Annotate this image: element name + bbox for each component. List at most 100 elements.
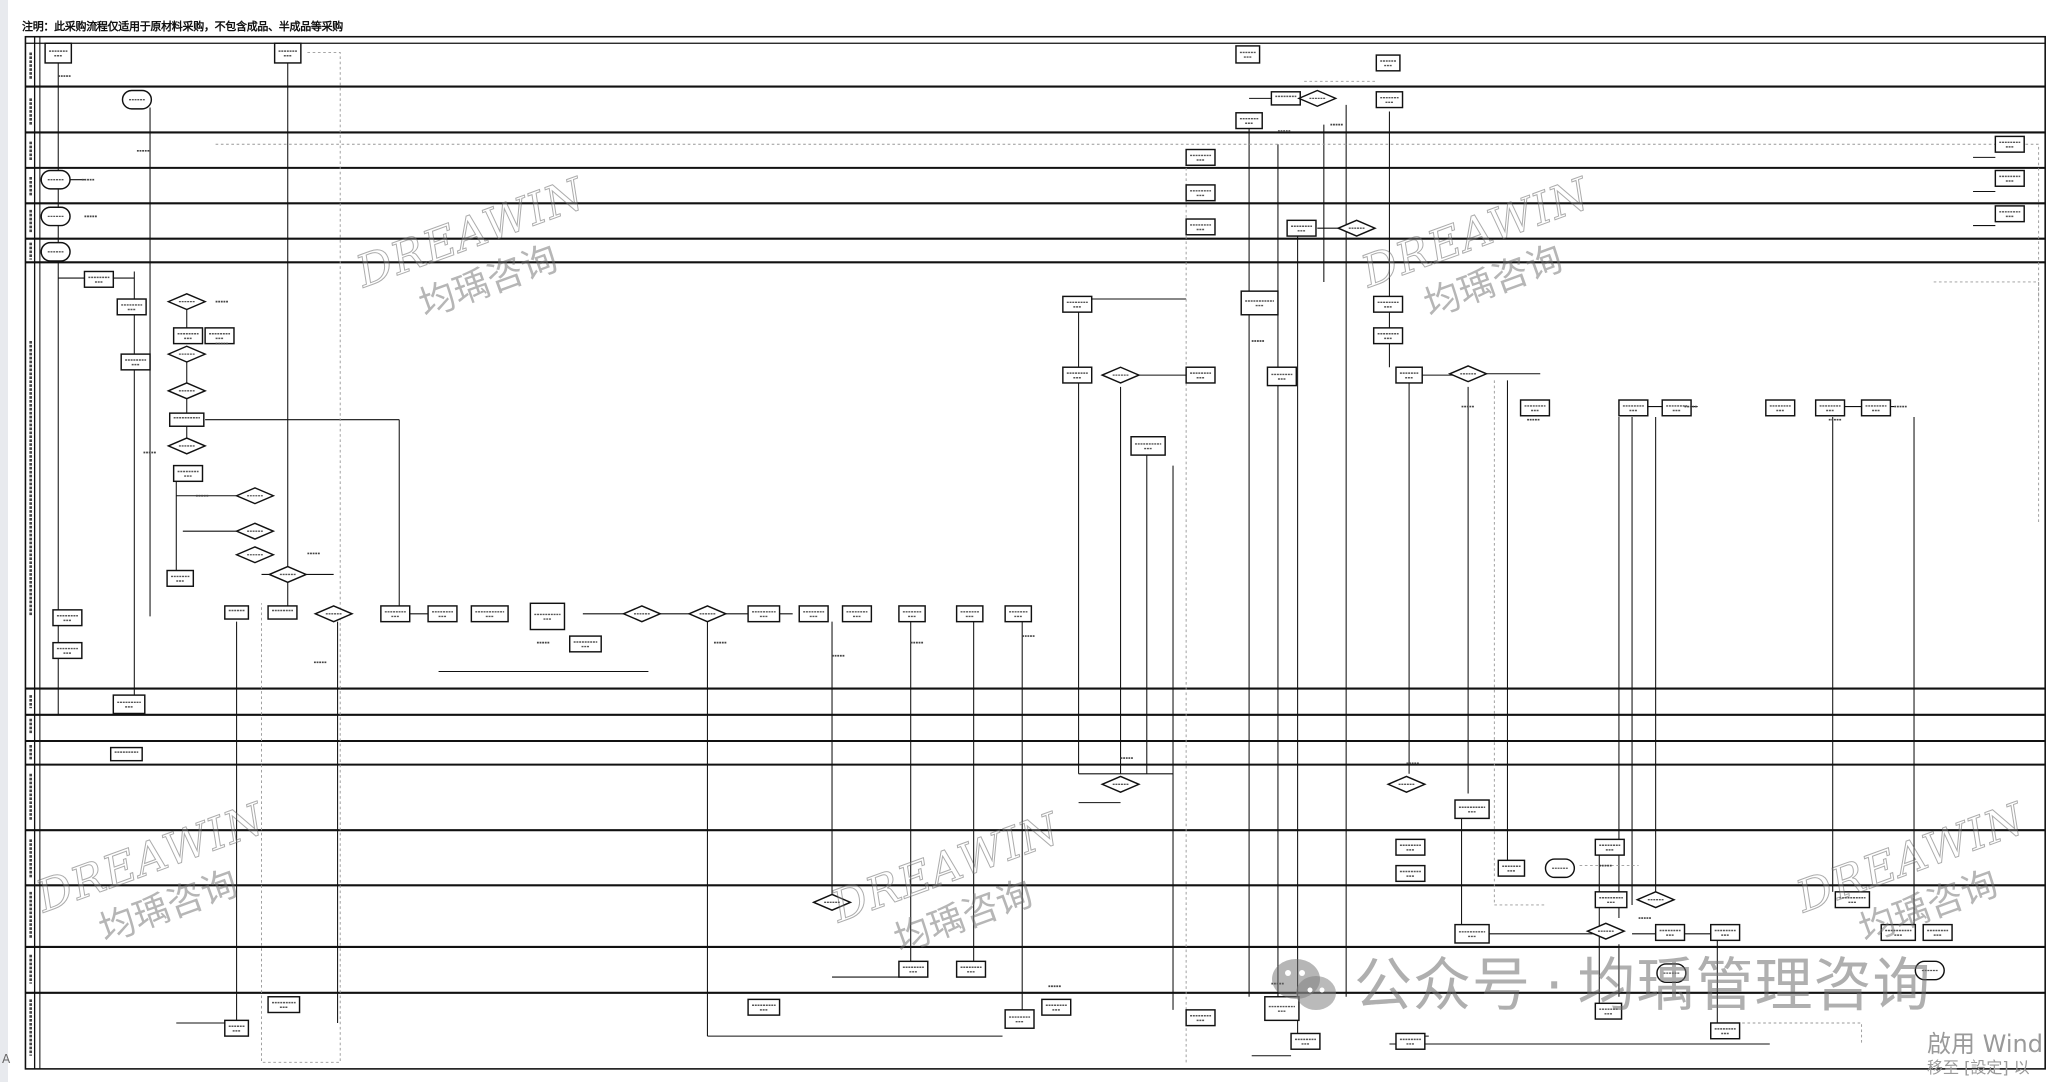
terminator <box>40 206 71 227</box>
reference-dotted-line <box>261 52 341 1063</box>
terminator <box>1656 963 1687 984</box>
process-box-frame <box>1375 91 1404 109</box>
process-box <box>1062 366 1093 384</box>
process-box <box>1240 290 1279 316</box>
decision-diamond-shape <box>313 605 354 623</box>
process-box <box>1834 891 1871 909</box>
wechat-separator: · <box>1545 951 1564 1019</box>
wechat-watermark: 公众号 · 均瑀管理咨询 <box>1270 952 1931 1018</box>
decision-diamond <box>234 546 276 564</box>
process-box <box>1185 218 1216 236</box>
process-box <box>1266 366 1298 387</box>
edge-marker: A <box>2 1052 11 1066</box>
process-box <box>172 327 204 345</box>
process-box <box>1594 1002 1623 1020</box>
process-box <box>1814 399 1846 417</box>
process-box <box>1710 1022 1741 1040</box>
process-box-frame <box>52 609 83 627</box>
terminator <box>121 89 153 110</box>
process-box-frame <box>166 569 195 587</box>
process-box-frame <box>1395 838 1426 856</box>
process-box <box>1922 923 1953 942</box>
decision-diamond-shape <box>1447 365 1489 383</box>
decision-diamond <box>313 605 354 623</box>
terminator-shape <box>40 241 71 262</box>
process-box-frame <box>172 327 204 345</box>
process-box <box>120 353 151 371</box>
process-box-frame <box>1235 45 1261 64</box>
process-box-frame <box>1062 366 1093 384</box>
process-box-frame <box>1395 366 1423 384</box>
decision-diamond <box>234 487 276 505</box>
swimlanes <box>24 35 2046 1070</box>
process-box-frame <box>267 996 301 1014</box>
process-box <box>44 42 73 64</box>
process-box-frame <box>1185 148 1216 166</box>
flow-nodes <box>40 42 2025 1050</box>
process-box <box>52 641 83 660</box>
process-box-frame <box>1372 295 1404 313</box>
terminator-shape <box>1914 960 1945 981</box>
process-box <box>267 605 298 620</box>
process-box <box>1185 1009 1216 1027</box>
decision-diamond-shape <box>1336 219 1377 237</box>
process-box <box>529 602 566 631</box>
wechat-icon <box>1272 959 1336 1010</box>
process-box-frame <box>1519 399 1551 417</box>
process-box-frame <box>1994 169 2025 187</box>
decision-diamond <box>687 605 728 623</box>
process-box-frame <box>1062 295 1093 313</box>
process-box <box>168 412 205 427</box>
process-box-frame <box>1454 923 1490 944</box>
process-box <box>1395 838 1426 856</box>
decision-diamond-shape <box>1585 922 1627 940</box>
process-box <box>1519 399 1551 417</box>
process-box <box>1454 923 1490 944</box>
reference-dotted-line <box>1493 380 1547 906</box>
process-box-frame <box>1375 54 1401 72</box>
process-box <box>1004 1009 1035 1029</box>
process-box-frame <box>224 1019 250 1037</box>
process-box <box>166 569 195 587</box>
process-box <box>204 327 235 345</box>
process-box-frame <box>1266 366 1298 387</box>
activation-line-1: 啟用 Wind <box>1927 1030 2043 1058</box>
decision-diamond <box>811 893 853 911</box>
process-box-frame <box>1661 399 1692 417</box>
decision-diamond-shape <box>166 437 207 455</box>
decision-diamond-shape <box>621 605 663 623</box>
process-box <box>1264 996 1300 1022</box>
process-box <box>1270 91 1301 106</box>
process-box <box>1395 1032 1426 1050</box>
terminator-shape <box>121 89 153 110</box>
process-box-frame <box>172 464 204 483</box>
process-box <box>569 635 602 653</box>
process-box <box>1185 366 1216 384</box>
process-box <box>798 605 829 623</box>
process-box <box>898 960 929 978</box>
process-box-frame <box>44 42 73 64</box>
decision-diamond <box>621 605 663 623</box>
process-box-frame <box>1594 1002 1623 1020</box>
process-box-frame <box>52 641 83 660</box>
process-box <box>1286 219 1317 237</box>
process-box-frame <box>109 746 143 762</box>
decision-diamond <box>1336 219 1377 237</box>
process-box <box>52 609 83 627</box>
process-box <box>116 298 147 316</box>
process-box <box>1454 799 1490 820</box>
decision-diamond <box>1585 922 1627 940</box>
process-box <box>1395 366 1423 384</box>
process-box <box>1994 135 2025 153</box>
process-box <box>1594 891 1628 909</box>
process-box-frame <box>1185 218 1216 236</box>
process-box-frame <box>168 412 205 427</box>
process-box <box>1860 399 1892 417</box>
wechat-account-name: 均瑀管理咨询 <box>1577 951 1932 1019</box>
decision-diamond-shape <box>267 565 308 584</box>
decision-diamond-shape <box>1297 89 1338 108</box>
process-box-frame <box>1594 891 1628 909</box>
wechat-prefix: 公众号 <box>1354 951 1532 1019</box>
process-box <box>427 605 458 623</box>
